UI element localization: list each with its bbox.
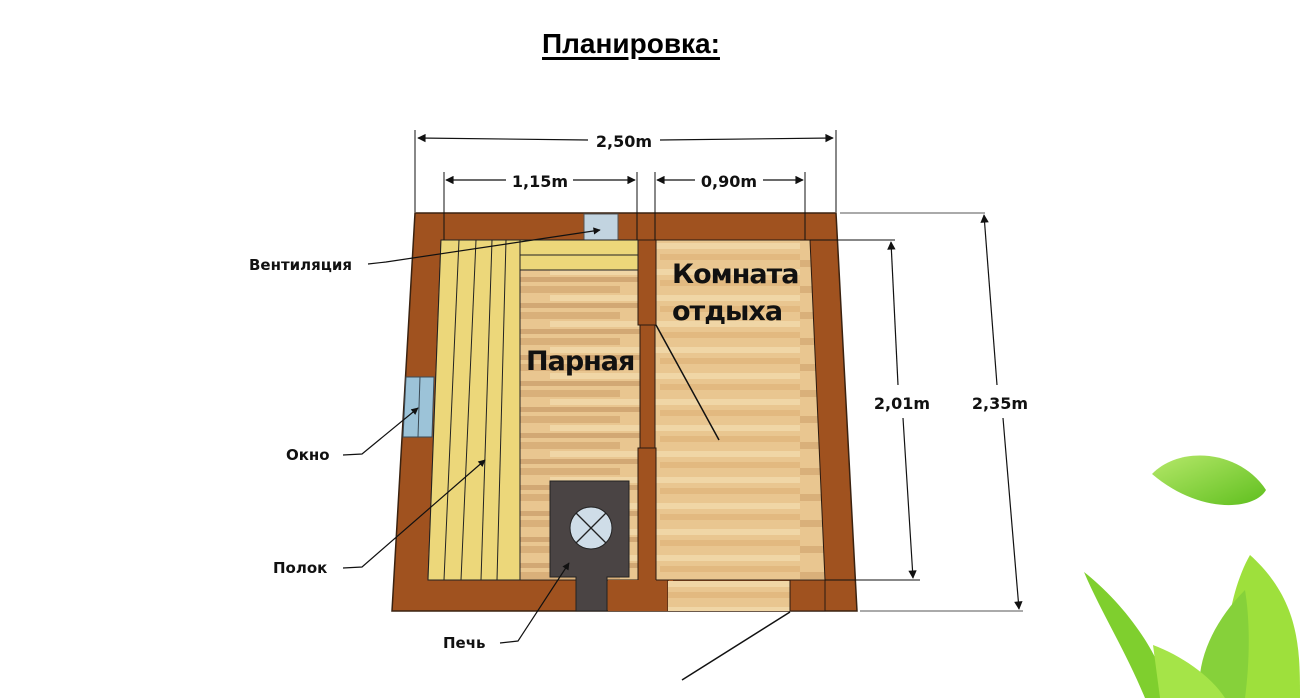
page-title: Планировка: <box>542 28 720 59</box>
stove-icon <box>549 480 630 612</box>
dim-inner-height: 2,01m <box>874 394 930 413</box>
dim-steam-width: 1,15m <box>512 172 568 191</box>
decorative-leaves <box>1084 455 1300 698</box>
leaf-icon <box>1153 645 1225 698</box>
label-ventilation: Вентиляция <box>249 256 352 274</box>
room-label-steam: Парная <box>526 346 634 377</box>
callout-window: Окно <box>286 407 419 464</box>
entrance-door-line <box>681 611 791 681</box>
dim-total-height: 2,35m <box>972 394 1028 413</box>
window-icon <box>402 376 435 438</box>
callout-bench: Полок <box>273 459 486 577</box>
label-stove: Печь <box>443 634 486 652</box>
label-window: Окно <box>286 446 330 464</box>
bench-shelf <box>427 239 639 581</box>
leaf-icon <box>1199 590 1249 698</box>
dim-rest-width: 0,90m <box>701 172 757 191</box>
callout-ventilation: Вентиляция <box>249 227 601 274</box>
dimension-top: 2,50m 1,15m 0,90m <box>414 130 837 240</box>
label-bench: Полок <box>273 559 327 577</box>
dimension-right: 2,01m 2,35m <box>810 212 1028 612</box>
leaf-icon <box>1084 572 1170 698</box>
ventilation-icon <box>583 213 619 241</box>
dim-total-width: 2,50m <box>596 132 652 151</box>
leaf-icon <box>1152 455 1266 506</box>
room-label-rest-2: отдыха <box>672 296 782 327</box>
room-label-rest-1: Комната <box>672 259 798 290</box>
door-line <box>655 324 720 441</box>
callout-stove: Печь <box>443 562 570 652</box>
